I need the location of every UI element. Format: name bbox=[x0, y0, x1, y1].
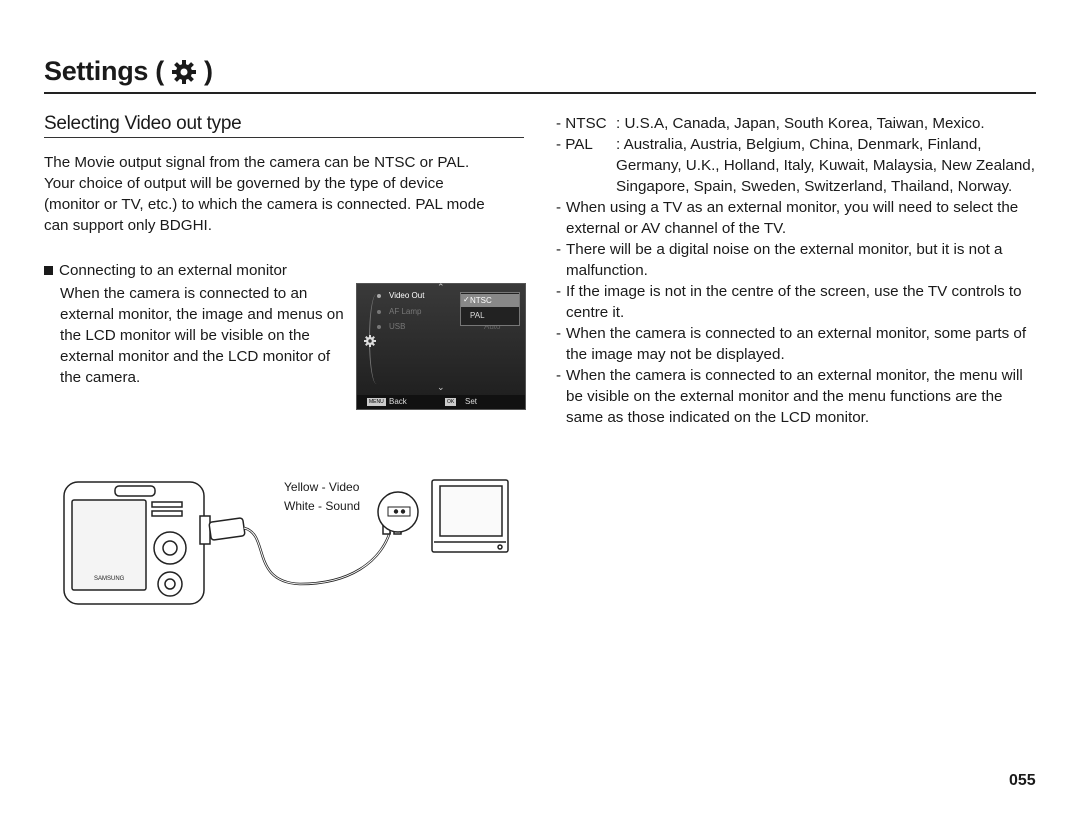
page-title: Settings ( ) bbox=[44, 56, 213, 87]
camera-tv-diagram: SAMSUNG bbox=[63, 479, 509, 605]
gear-icon bbox=[172, 59, 197, 84]
note-item: -When the camera is connected to an exte… bbox=[556, 325, 1027, 363]
ok-button-tag: OK bbox=[445, 398, 457, 406]
white-sound-label: White - Sound bbox=[284, 499, 361, 513]
note-item: -When using a TV as an external monitor,… bbox=[556, 199, 1019, 237]
menu-item-video-out: Video Out bbox=[389, 291, 425, 300]
page-title-close: ) bbox=[204, 56, 213, 86]
pal-row: - PAL : Australia, Austria, Belgium, Chi… bbox=[556, 134, 1040, 197]
menu-item-usb: USB bbox=[389, 322, 406, 331]
connection-illustration: SAMSUNG Yellow - Video White - Sound bbox=[60, 472, 520, 612]
set-label: Set bbox=[465, 397, 478, 406]
note-item: -When the camera is connected to an exte… bbox=[556, 367, 1023, 426]
ntsc-row: - NTSC : U.S.A, Canada, Japan, South Kor… bbox=[556, 113, 1040, 134]
intro-paragraph: The Movie output signal from the camera … bbox=[44, 154, 485, 234]
pal-value: : Australia, Austria, Belgium, China, De… bbox=[616, 136, 1035, 195]
connecting-heading: Connecting to an external monitor bbox=[44, 262, 287, 279]
menu-button-tag: MENU bbox=[367, 398, 386, 406]
yellow-video-label: Yellow - Video bbox=[284, 480, 360, 494]
arrow-up-icon: ⌃ bbox=[437, 282, 445, 292]
back-label: Back bbox=[389, 397, 407, 406]
section-title: Selecting Video out type bbox=[44, 113, 242, 134]
menu-side-value: Auto bbox=[484, 322, 501, 331]
arrow-down-icon: ⌄ bbox=[437, 382, 445, 392]
svg-text:SAMSUNG: SAMSUNG bbox=[94, 576, 125, 582]
menu-bottom-bar: MENU Back OK Set bbox=[357, 395, 525, 409]
menu-dot bbox=[377, 294, 381, 298]
camera-menu-screen: Video Out AF Lamp USB Auto ⌃ ⌄ ✓ NTSC PA… bbox=[356, 282, 526, 410]
section-rule bbox=[44, 137, 524, 138]
square-bullet-icon bbox=[44, 266, 53, 275]
page-title-text: Settings ( bbox=[44, 56, 165, 86]
pal-key: - PAL bbox=[556, 136, 593, 153]
menu-dot bbox=[377, 310, 381, 314]
page-number: 055 bbox=[1009, 772, 1036, 789]
option-pal[interactable]: PAL bbox=[470, 311, 485, 320]
menu-dot bbox=[377, 325, 381, 329]
camera-icon bbox=[63, 481, 211, 605]
tv-icon bbox=[431, 479, 509, 553]
note-item: -There will be a digital noise on the ex… bbox=[556, 241, 1003, 279]
check-icon: ✓ bbox=[463, 295, 470, 304]
ntsc-key: - NTSC bbox=[556, 115, 607, 132]
menu-item-af-lamp: AF Lamp bbox=[389, 307, 422, 316]
settings-gear-icon bbox=[364, 335, 376, 347]
note-item: -If the image is not in the centre of th… bbox=[556, 283, 1022, 321]
connecting-heading-text: Connecting to an external monitor bbox=[59, 262, 287, 279]
right-column: - NTSC : U.S.A, Canada, Japan, South Kor… bbox=[556, 113, 1040, 428]
option-ntsc-selected[interactable]: ✓ NTSC bbox=[461, 294, 519, 307]
video-out-options: ✓ NTSC PAL bbox=[460, 292, 520, 326]
connecting-paragraph: When the camera is connected to an exter… bbox=[60, 285, 344, 386]
header-rule bbox=[44, 92, 1036, 94]
ntsc-value: : U.S.A, Canada, Japan, South Korea, Tai… bbox=[616, 115, 985, 132]
